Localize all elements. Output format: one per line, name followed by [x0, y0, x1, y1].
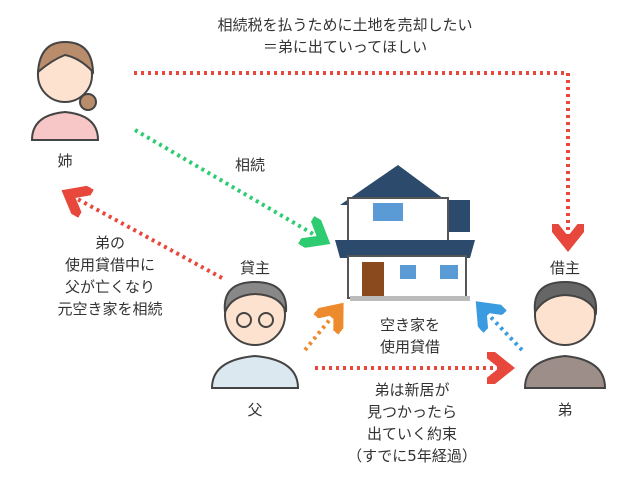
left-note-line: 使用貸借中に [64, 256, 156, 274]
sister-illustration [30, 40, 100, 141]
brother-illustration [523, 280, 607, 389]
arrow-father-to-house [303, 312, 336, 352]
center-note-line: 使用貸借 [379, 338, 441, 356]
brother-label: 弟 [557, 401, 573, 419]
left-note: 弟の 使用貸借中に 父が亡くなり 元空き家を相続 [57, 232, 162, 320]
left-note-line: 弟の [94, 234, 126, 252]
top-note: 相続税を払うために土地を売却したい ＝弟に出ていってほしい [217, 14, 472, 58]
bottom-note-line: 見つかったら [366, 403, 458, 421]
bottom-note-line: 弟は新居が [374, 381, 450, 399]
father-label: 父 [247, 401, 263, 419]
center-note-line: 空き家を [379, 316, 441, 334]
arrow-brother-to-house [484, 310, 524, 352]
bottom-note-line: 出ていく約束 [366, 425, 458, 443]
center-note: 空き家を 使用貸借 [380, 314, 440, 358]
bottom-note: 弟は新居が 見つかったら 出ていく約束 （すでに5年経過） [347, 379, 477, 467]
arrow-father-to-sister [72, 196, 223, 280]
bottom-note-line: （すでに5年経過） [347, 447, 477, 465]
father-illustration [210, 280, 300, 389]
left-note-line: 元空き家を相続 [57, 300, 163, 318]
brother-role: 借主 [549, 259, 581, 277]
father-role: 貸主 [239, 259, 271, 277]
inherit-label: 相続 [234, 156, 266, 174]
arrow-sister-to-brother [134, 71, 568, 240]
sister-label: 姉 [57, 152, 73, 170]
top-note-line: ＝弟に出ていってほしい [262, 38, 428, 56]
arrow-sister-to-house [133, 128, 320, 238]
house-illustration [335, 165, 475, 301]
top-note-line: 相続税を払うために土地を売却したい [217, 16, 473, 34]
left-note-line: 父が亡くなり [64, 278, 156, 296]
